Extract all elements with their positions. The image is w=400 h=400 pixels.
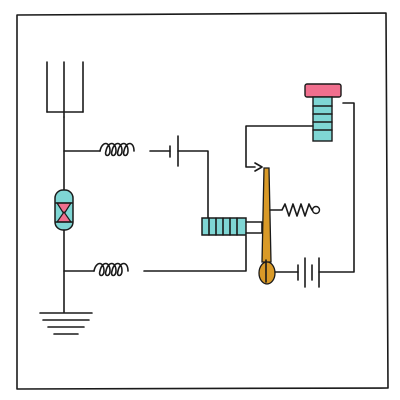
antenna-icon <box>46 61 84 118</box>
wire-lower-right <box>143 235 247 272</box>
wire-upper-right <box>177 150 209 227</box>
frame-border <box>16 12 389 390</box>
electromagnet-icon <box>201 217 263 236</box>
electromagnet-icon <box>304 83 342 142</box>
coherer-tube-icon <box>54 189 74 231</box>
contact-point-icon <box>254 162 263 172</box>
ground-icon <box>39 312 93 335</box>
wire-battery-right <box>318 102 355 273</box>
relay-armature-icon <box>258 167 276 285</box>
wire-tapper-contact <box>245 125 314 168</box>
inductor-coil-icon <box>99 142 135 157</box>
battery-icon <box>297 257 320 288</box>
inductor-coil-icon <box>93 262 129 277</box>
battery-cell-icon <box>169 135 179 167</box>
spring-icon <box>269 203 321 217</box>
